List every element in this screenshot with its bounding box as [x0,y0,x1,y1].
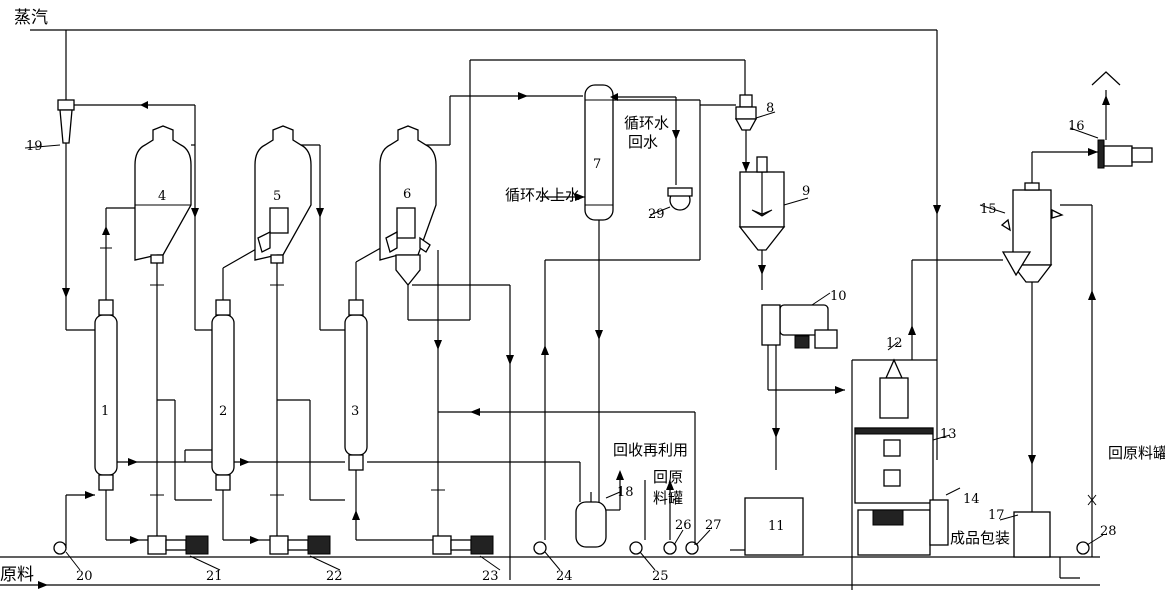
fan-16 [1069,71,1153,169]
evaporator-heater-2 [211,247,259,491]
evaporator-heater-1 [94,207,135,491]
equipment-number-24: 24 [556,569,573,584]
transfer-lines [117,399,1080,579]
cooling-water-return-label-1: 循环水 [624,114,669,132]
equipment-number-6: 6 [403,187,411,202]
equipment-number-3: 3 [351,404,359,419]
equipment-number-4: 4 [158,189,166,204]
steam-header [30,29,941,460]
equipment-number-23: 23 [482,569,499,584]
equipment-number-11: 11 [768,519,785,534]
cyclone-8 [700,94,776,172]
equipment-number-8: 8 [766,101,774,116]
equipment-number-21: 21 [206,569,223,584]
separator-4 [134,105,215,540]
tank-11 [730,497,804,556]
evaporator-heater-3 [344,244,387,471]
tank-17 [999,511,1051,558]
equipment-number-14: 14 [963,492,980,507]
return-raw-tank-label: 回原料罐 [1108,444,1165,462]
return-tank-label-2: 料罐 [653,489,683,507]
steam-label: 蒸汽 [14,8,48,28]
mixing-tank-9 [738,156,809,290]
vacuum-pump-29 [649,187,693,216]
product-packaging-label: 成品包装 [950,529,1010,547]
equipment-number-17: 17 [988,508,1005,523]
steam-ejector-19 [24,99,195,331]
recycle-reuse-label: 回收再利用 [613,441,688,459]
equipment-number-15: 15 [980,202,997,217]
equipment-number-26: 26 [675,518,692,533]
equipment-number-12: 12 [886,336,903,351]
separator-6 [379,92,583,580]
equipment-number-5: 5 [273,189,281,204]
condenser-7 [469,59,746,540]
equipment-number-7: 7 [593,157,601,172]
raw-feed-line [0,556,1100,589]
equipment-number-13: 13 [940,427,957,442]
feeder-dryer-10 [761,292,845,470]
separator-5 [254,125,345,540]
equipment-number-20: 20 [76,569,93,584]
cooling-water-in-label: 循环水上水 [505,186,580,204]
cyclone-15 [979,148,1098,557]
spray-dryer-12-13 [851,259,1003,590]
equipment-number-29: 29 [648,207,665,222]
return-tank-label-1: 回原 [653,468,683,486]
equipment-number-16: 16 [1068,119,1085,134]
equipment-number-18: 18 [617,485,634,500]
equipment-number-9: 9 [802,184,810,199]
equipment-numbers: 1 2 3 4 5 6 7 8 9 10 11 12 13 14 15 16 1… [26,101,1117,584]
raw-material-label: 原料 [0,565,34,585]
equipment-number-2: 2 [219,404,227,419]
equipment-number-28: 28 [1100,524,1117,539]
process-labels: 蒸汽 原料 循环水上水 循环水 回水 回收再利用 回原 料罐 成品包装 回原料罐 [0,8,1165,585]
pumps-row [53,470,1104,571]
cooling-water-return-label-2: 回水 [628,133,658,151]
equipment-number-10: 10 [830,289,847,304]
equipment-number-19: 19 [26,139,43,154]
equipment-number-1: 1 [101,404,109,419]
equipment-number-27: 27 [705,518,722,533]
equipment-number-25: 25 [652,569,669,584]
tank-18 [575,470,624,548]
equipment-number-22: 22 [326,569,343,584]
